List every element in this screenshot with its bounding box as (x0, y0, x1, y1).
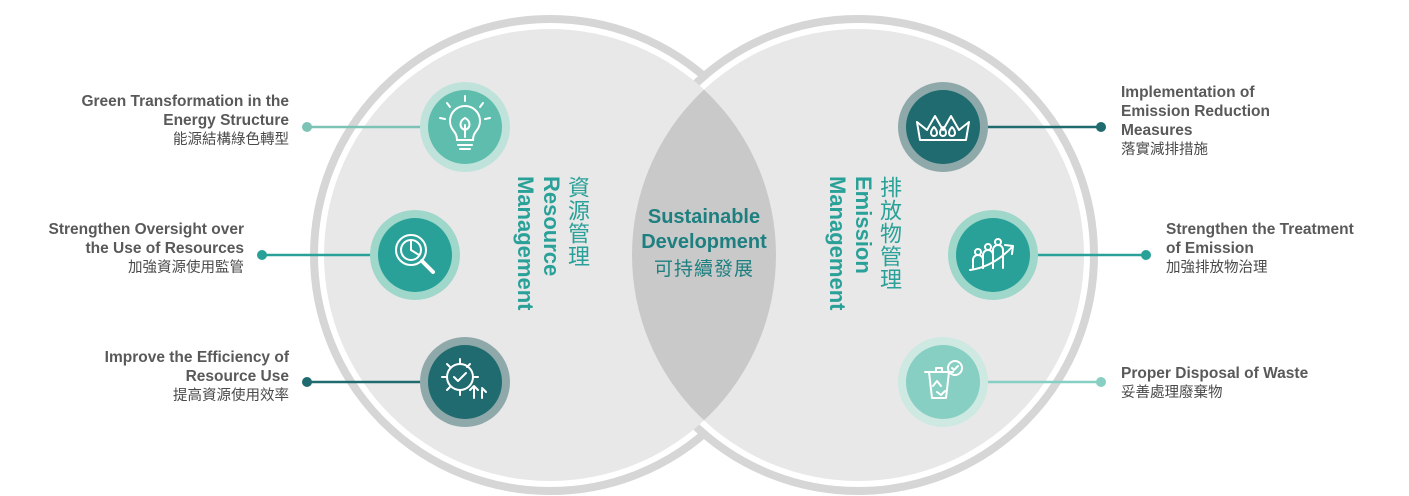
left-circle-title: 資源管理 Resource Management (512, 176, 590, 336)
connector-dot-right-1 (1096, 122, 1106, 132)
right-item-2-label: Strengthen the Treatment of Emission 加強排… (1166, 220, 1401, 278)
right-item-2-en2: of Emission (1166, 240, 1254, 257)
left-item-3-label: Improve the Efficiency of Resource Use 提… (0, 348, 289, 406)
left-item-1-en2: Energy Structure (163, 112, 289, 129)
connector-dot-right-2 (1141, 250, 1151, 260)
center-title-zh: 可持續發展 (653, 259, 754, 280)
right-circle-title-zh: 排放物管理 (877, 176, 902, 291)
right-item-2-en1: Strengthen the Treatment (1166, 221, 1354, 238)
right-item-1-en1: Implementation of (1121, 84, 1255, 101)
connector-dot-left-2 (257, 250, 267, 260)
left-item-2-en1: Strengthen Oversight over (48, 221, 244, 238)
connector-dot-left-1 (302, 122, 312, 132)
left-item-2-zh: 加強資源使用監管 (128, 260, 244, 276)
right-item-2-zh: 加強排放物治理 (1166, 260, 1268, 276)
right-item-1-en3: Measures (1121, 122, 1193, 139)
left-item-3-en2: Resource Use (185, 368, 289, 385)
left-item-3-en1: Improve the Efficiency of (104, 349, 289, 366)
recycle-bin-icon (898, 337, 988, 427)
right-item-1-zh: 落實減排措施 (1121, 142, 1208, 158)
lightbulb-leaf-icon (420, 82, 510, 172)
connector-dot-left-3 (302, 377, 312, 387)
crown-drops-icon (898, 82, 988, 172)
left-item-2-en2: the Use of Resources (85, 240, 245, 257)
gear-check-arrow-icon (420, 337, 510, 427)
overlap-lens (632, 29, 776, 481)
right-circle-title: 排放物管理 Emission Management (824, 176, 902, 336)
right-item-3-label: Proper Disposal of Waste 妥善處理廢棄物 (1121, 364, 1391, 403)
right-circle-title-en2: Management (825, 176, 850, 311)
people-growth-arrow-icon (948, 210, 1038, 300)
center-title-line2: Development (641, 231, 767, 253)
right-item-1-label: Implementation of Emission Reduction Mea… (1121, 83, 1381, 160)
connector-dot-right-3 (1096, 377, 1106, 387)
left-item-1-en1: Green Transformation in the (81, 93, 289, 110)
left-item-2-label: Strengthen Oversight over the Use of Res… (0, 220, 244, 278)
left-item-1-zh: 能源結構綠色轉型 (173, 132, 289, 148)
left-item-1-label: Green Transformation in the Energy Struc… (0, 92, 289, 150)
right-item-3-zh: 妥善處理廢棄物 (1121, 385, 1223, 401)
left-item-3-zh: 提高資源使用效率 (173, 388, 289, 404)
center-title-line1: Sustainable (647, 206, 761, 228)
center-title: Sustainable Development 可持續發展 (618, 205, 790, 282)
left-circle-title-en2: Management (513, 176, 538, 311)
right-item-1-en2: Emission Reduction (1121, 103, 1270, 120)
right-circle-title-en1: Emission (851, 176, 876, 274)
right-item-3-en1: Proper Disposal of Waste (1121, 365, 1309, 382)
magnifier-chart-icon (370, 210, 460, 300)
left-circle-title-en1: Resource (539, 176, 564, 277)
left-circle-title-zh: 資源管理 (565, 176, 590, 268)
